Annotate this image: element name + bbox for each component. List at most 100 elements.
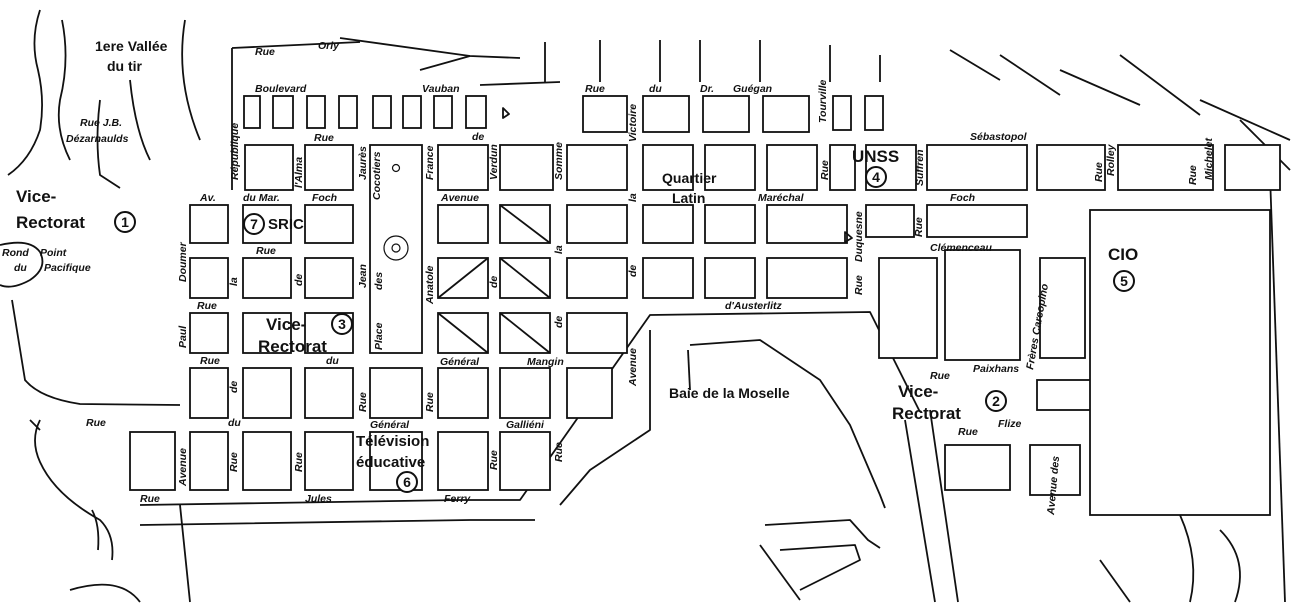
street-rue-duquesne: Rue: [853, 275, 865, 295]
street-suffren: Suffren: [914, 149, 926, 186]
street-place: Place: [373, 322, 385, 350]
street-de-2: de: [488, 276, 500, 288]
street-jaures: Jaurès: [357, 146, 369, 180]
street-marechal: Maréchal: [758, 192, 805, 204]
marker-1: 1: [114, 211, 136, 233]
coastline: [0, 9, 1291, 603]
street-rue-dr-1: Rue: [585, 83, 605, 95]
vice-rectorat-2-label-2: Rectorat: [892, 404, 961, 423]
marker-5-number: 5: [1120, 273, 1128, 289]
street-du-mar: du Mar.: [243, 192, 280, 204]
unss-label: UNSS: [852, 147, 899, 166]
street-paixhans: Paixhans: [973, 363, 1019, 375]
place-labels: 1ere Vallée du tir Rue J.B. Dézarnaulds …: [2, 38, 1138, 493]
vice-rectorat-1-label-1: Vice-: [16, 187, 56, 206]
street-gallieni: Galliéni: [506, 419, 545, 431]
street-avenue-v: Avenue: [627, 348, 639, 387]
street-sebastopol: Sébastopol: [970, 131, 1028, 143]
street-de-jean: de: [293, 274, 305, 286]
street-rolley-rue: Rue: [1093, 162, 1105, 182]
street-du-1: du: [326, 355, 339, 367]
rond-point-label-4: Pacifique: [44, 262, 91, 274]
street-rue-w: Rue: [86, 417, 106, 429]
street-rue-paul: Rue: [197, 300, 217, 312]
marker-4-number: 4: [872, 169, 880, 185]
street-victoire: Victoire: [627, 104, 639, 142]
city-blocks: [129, 95, 1281, 516]
street-du-2: du: [228, 417, 241, 429]
street-features: [29, 107, 853, 431]
vice-rectorat-3-label-2: Rectorat: [258, 337, 327, 356]
street-rue-dr-4: Guégan: [733, 83, 772, 95]
vice-rectorat-1-label-2: Rectorat: [16, 213, 85, 232]
cio-label: CIO: [1108, 245, 1138, 264]
street-foch-2: Foch: [950, 192, 975, 204]
street-tourville: Tourville: [817, 79, 829, 123]
street-anatole: Anatole: [424, 265, 436, 305]
street-rue-alma: Rue: [314, 132, 334, 144]
rond-point-label-1: Rond: [2, 247, 29, 259]
street-de-3: de: [627, 265, 639, 277]
street-rue-orly-2: Orly: [318, 40, 340, 52]
street-rue-dr-3: Dr.: [700, 83, 714, 95]
street-rue-s1: Rue: [228, 452, 240, 472]
marker-4: 4: [865, 166, 887, 188]
street-boulevard: Boulevard: [255, 83, 307, 95]
street-verdun: Verdun: [488, 144, 500, 180]
street-doumer: Doumer: [177, 241, 189, 282]
street-republique: République: [229, 123, 241, 180]
quartier-latin-label-1: Quartier: [662, 170, 717, 186]
street-france: France: [424, 145, 436, 180]
marker-6: 6: [396, 471, 418, 493]
vice-rectorat-2-label-1: Vice-: [898, 382, 938, 401]
street-duquesne: Duquesne: [853, 211, 865, 262]
street-rue-dr-2: du: [649, 83, 662, 95]
street-jules: Jules: [305, 493, 332, 505]
street-avenue-des: Avenue des: [1045, 455, 1062, 516]
television-educative-label-1: Télévision: [356, 433, 429, 450]
street-avenue-foch: Avenue: [440, 192, 479, 204]
rond-point-label-3: Point: [40, 247, 67, 259]
marker-5: 5: [1113, 270, 1135, 292]
street-de-4: de: [553, 316, 565, 328]
street-flize: Flize: [998, 418, 1021, 430]
sric-label: SRIC: [268, 216, 304, 233]
street-jean: Jean: [357, 264, 369, 288]
street-somme: Somme: [553, 142, 565, 180]
street-av: Av.: [199, 192, 216, 204]
street-vauban: Vauban: [422, 83, 460, 95]
marker-6-number: 6: [403, 474, 411, 490]
street-rue-s2: Rue: [293, 452, 305, 472]
street-foch: Foch: [312, 192, 337, 204]
vice-rectorat-3-label-1: Vice-: [266, 315, 306, 334]
street-rolley: Rolley: [1105, 143, 1117, 176]
vallee-label-2: du tir: [107, 58, 143, 74]
street-rue-s3: Rue: [488, 450, 500, 470]
street-rue-du: Rue: [200, 355, 220, 367]
street-rue-v1: Rue: [357, 392, 369, 412]
street-la-1: la: [627, 193, 639, 202]
street-cocotiers: Cocotiers: [371, 151, 383, 200]
street-labels: Rue Orly Boulevard Vauban Rue du Dr. Gué…: [86, 40, 1215, 516]
dezarnaulds-label-2: Dézarnaulds: [66, 133, 129, 145]
street-avenue-w: Avenue: [177, 448, 189, 487]
street-rue-clemenceau: Rue: [913, 217, 925, 237]
marker-2-number: 2: [992, 393, 1000, 409]
street-michelet-rue: Rue: [1187, 165, 1199, 185]
street-rue-orly-1: Rue: [255, 46, 275, 58]
quartier-latin-label-2: Latin: [672, 190, 705, 206]
marker-3-number: 3: [338, 316, 346, 332]
street-ferry: Ferry: [444, 493, 471, 505]
marker-7-number: 7: [250, 216, 258, 232]
street-la-3: la: [553, 245, 565, 254]
vallee-label-1: 1ere Vallée: [95, 38, 168, 54]
street-rue-jean: Rue: [256, 245, 276, 257]
street-rue-suffren: Rue: [819, 160, 831, 180]
rond-point-label-2: du: [14, 262, 27, 274]
television-educative-label-2: éducative: [356, 454, 425, 471]
street-la-2: la: [228, 277, 240, 286]
baie-moselle-label: Baie de la Moselle: [669, 385, 790, 401]
street-general-1: Général: [440, 356, 480, 368]
street-austerlitz: d'Austerlitz: [725, 300, 783, 312]
